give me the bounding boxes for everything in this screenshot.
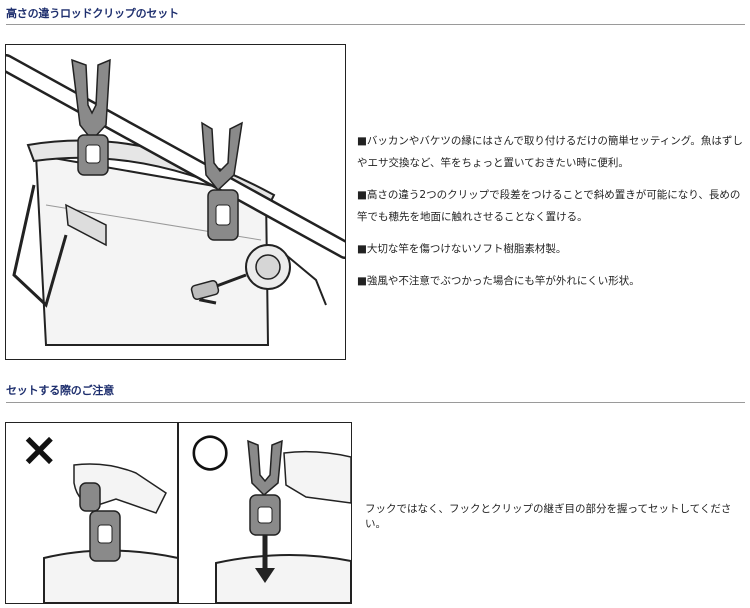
- rod-clip-illustration: [5, 44, 346, 360]
- section-title-rod-clip-set: 高さの違うロッドクリップのセット: [6, 7, 179, 20]
- wrong-mark-icon: ×: [20, 422, 59, 476]
- section-title-setup-caution: セットする際のご注意: [6, 384, 114, 397]
- correct-mark-icon: ○: [190, 422, 231, 476]
- feature-item: ■強風や不注意でぶつかった場合にも竿が外れにくい形状。: [357, 275, 640, 287]
- feature-item: ■高さの違う2つのクリップで段差をつけることで斜め置きが可能になり、長めの竿でも…: [357, 189, 741, 223]
- feature-list: ■バッカンやバケツの縁にはさんで取り付けるだけの簡単セッティング。魚はずしやエサ…: [357, 130, 745, 302]
- caution-illustration: × ○: [5, 422, 352, 604]
- feature-item: ■大切な竿を傷つけないソフト樹脂素材製。: [357, 243, 567, 255]
- section-divider: [6, 24, 745, 25]
- caution-note: フックではなく、フックとクリップの継ぎ目の部分を握ってセットしてください。: [365, 503, 732, 530]
- feature-item: ■バッカンやバケツの縁にはさんで取り付けるだけの簡単セッティング。魚はずしやエサ…: [357, 135, 743, 169]
- section-divider: [6, 402, 745, 403]
